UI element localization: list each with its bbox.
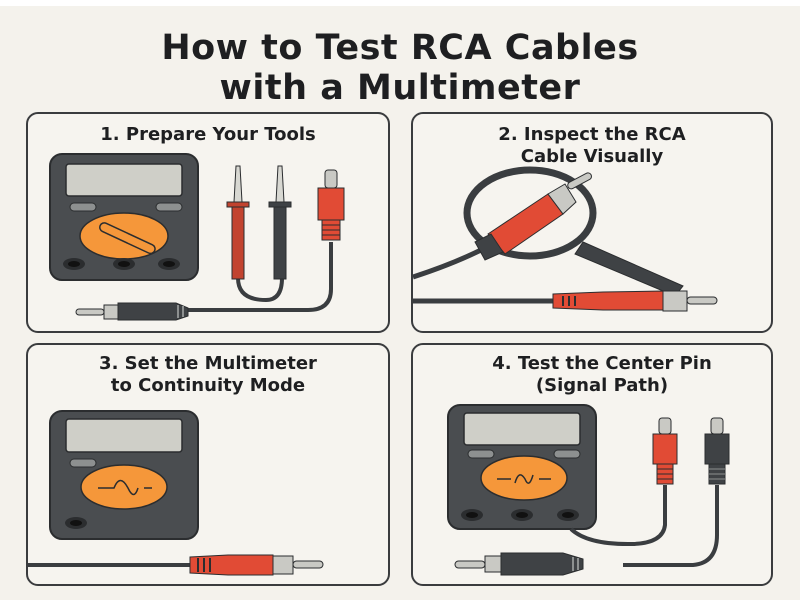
step-2-title-line-1: 2. Inspect the RCA	[498, 124, 686, 145]
rca-plug-red-icon	[413, 290, 718, 312]
step-1-illustration	[49, 153, 345, 321]
rca-cable-red-icon	[28, 554, 324, 576]
rca-connector-icon	[454, 552, 584, 576]
top-strip	[0, 0, 800, 6]
rca-connector-icon	[75, 302, 189, 321]
step-1-title: 1. Prepare Your Tools	[28, 124, 388, 146]
step-3-title-line-2: to Continuity Mode	[110, 375, 306, 396]
step-2-illustration	[413, 166, 718, 312]
page-title: How to Test RCA Cables with a Multimeter	[0, 28, 800, 108]
step-3-panel: 3. Set the Multimeter to Continuity Mode	[26, 343, 390, 586]
multimeter-continuity-icon	[447, 404, 597, 530]
step-3-title-line-1: 3. Set the Multimeter	[99, 353, 317, 374]
rca-plug-red-icon	[652, 417, 678, 485]
step-1-panel: 1. Prepare Your Tools	[26, 112, 390, 333]
step-2-title: 2. Inspect the RCA Cable Visually	[413, 124, 771, 168]
step-2-panel: 2. Inspect the RCA Cable Visually	[411, 112, 773, 333]
rca-plug-red-icon	[168, 169, 345, 312]
step-3-title: 3. Set the Multimeter to Continuity Mode	[28, 353, 388, 397]
multimeter-continuity-icon	[49, 410, 199, 540]
rca-plug-black-icon	[704, 417, 730, 485]
title-line-1: How to Test RCA Cables	[161, 28, 639, 68]
step-4-title-line-1: 4. Test the Center Pin	[492, 353, 712, 374]
title-line-2: with a Multimeter	[219, 68, 581, 108]
multimeter-icon	[49, 153, 199, 281]
step-4-title: 4. Test the Center Pin (Signal Path)	[423, 353, 771, 397]
test-probes-icon	[226, 165, 292, 303]
step-4-panel: 4. Test the Center Pin (Signal Path)	[411, 343, 773, 586]
step-1-title-text: 1. Prepare Your Tools	[100, 124, 316, 145]
step-2-title-line-2: Cable Visually	[520, 146, 664, 167]
cables-icon	[569, 485, 719, 567]
step-4-illustration	[447, 404, 730, 576]
step-4-title-line-2: (Signal Path)	[535, 375, 669, 396]
magnifying-glass-icon	[413, 166, 684, 297]
step-3-illustration	[28, 410, 324, 576]
